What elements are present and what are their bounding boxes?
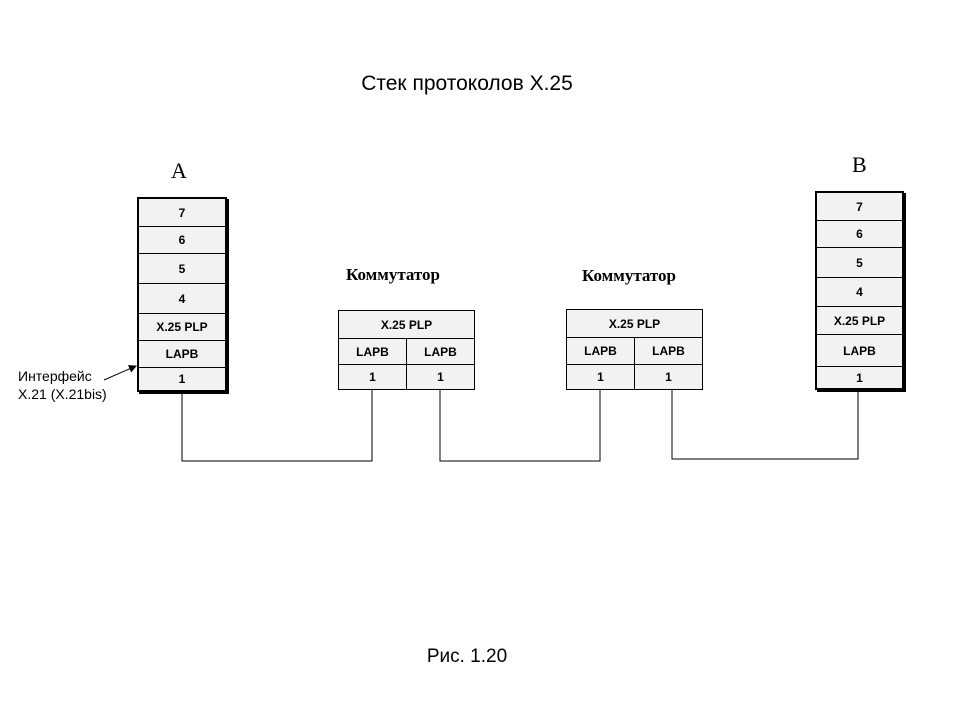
- switch2-label: Коммутатор: [582, 266, 677, 285]
- node-a-layer-x25plp: X.25 PLP: [139, 313, 225, 340]
- link-switch2-b: [671, 390, 859, 460]
- switch2-phys-right: 1: [665, 370, 672, 384]
- node-a-layer-1: 1: [139, 367, 225, 390]
- node-a-stack: 7 6 5 4 X.25 PLP LAPB 1: [137, 197, 227, 392]
- diagram-title: Стек протоколов X.25: [361, 72, 573, 95]
- node-a-layer-4: 4: [139, 283, 225, 313]
- node-b-layer-7: 7: [856, 199, 863, 214]
- switch2-lapb-right: LAPB: [635, 338, 702, 365]
- switch2-lapb-left: LAPB: [567, 338, 635, 365]
- switch1-phys-right: 1: [437, 370, 444, 384]
- switch1-lapb-left: LAPB: [339, 339, 407, 365]
- node-b-layer-4: 4: [817, 277, 902, 306]
- node-b-stack: 7 6 5 4 X.25 PLP LAPB 1: [815, 191, 904, 390]
- node-a-layer-5: 5: [139, 253, 225, 283]
- switch1-stack: X.25 PLP LAPB LAPB 1 1: [338, 310, 475, 390]
- interface-arrow: [103, 365, 137, 381]
- link-switch1-switch2: [439, 390, 601, 462]
- interface-label-line1: Интерфейс: [18, 368, 92, 384]
- switch2-stack: X.25 PLP LAPB LAPB 1 1: [566, 309, 703, 390]
- node-a-layer-lapb: LAPB: [139, 340, 225, 367]
- figure-caption: Рис. 1.20: [426, 646, 508, 667]
- node-b-label: B: [852, 152, 867, 177]
- interface-label-line2: X.21 (X.21bis): [18, 386, 107, 402]
- node-a-label: A: [171, 158, 187, 183]
- link-a-switch1: [181, 390, 373, 462]
- switch1-network-layer: X.25 PLP: [339, 311, 474, 339]
- node-a-layer-7: 7: [178, 205, 186, 220]
- node-b-layer-lapb: LAPB: [817, 334, 902, 366]
- node-b-layer-5: 5: [817, 247, 902, 277]
- switch1-phys-left: 1: [339, 365, 407, 389]
- switch1-label: Коммутатор: [346, 265, 441, 284]
- node-a-layer-6: 6: [139, 226, 225, 253]
- switch1-lapb-right: LAPB: [407, 339, 474, 365]
- interface-label: Интерфейс X.21 (X.21bis): [18, 367, 107, 403]
- node-b-layer-6: 6: [817, 220, 902, 247]
- node-b-layer-x25plp: X.25 PLP: [817, 306, 902, 334]
- switch2-network-layer: X.25 PLP: [567, 310, 702, 338]
- switch2-phys-left: 1: [567, 365, 635, 389]
- node-b-layer-1: 1: [817, 366, 902, 388]
